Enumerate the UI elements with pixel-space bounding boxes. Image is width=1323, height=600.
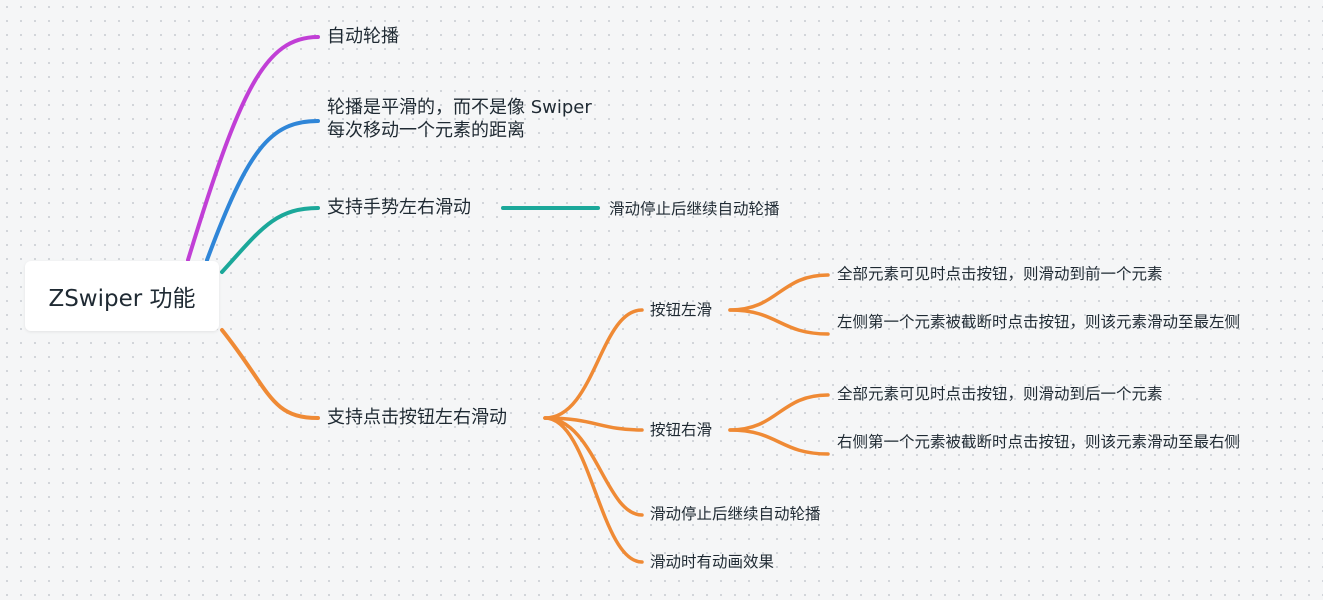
root-topic-label: ZSwiper 功能	[48, 286, 196, 312]
topic-gesture[interactable]: 支持手势左右滑动	[327, 197, 471, 218]
topic-smooth[interactable]: 轮播是平滑的，而不是像 Swiper 每次移动一个元素的距离	[327, 96, 592, 143]
link-button-autoplay	[543, 416, 644, 517]
link-button	[220, 328, 320, 420]
link-gesture	[220, 206, 320, 274]
subtopic-button-autoplay[interactable]: 滑动停止后继续自动轮播	[650, 505, 821, 523]
subtopic-button-animation[interactable]: 滑动时有动画效果	[650, 553, 775, 571]
subtopic-gesture-autoplay[interactable]: 滑动停止后继续自动轮播	[609, 200, 780, 218]
link-left-2	[728, 308, 830, 336]
leaf-right-truncated[interactable]: 右侧第一个元素被截断时点击按钮，则该元素滑动至最右侧	[837, 433, 1241, 451]
link-right-2	[728, 428, 830, 456]
leaf-left-all-visible[interactable]: 全部元素可见时点击按钮，则滑动到前一个元素	[837, 265, 1163, 283]
subtopic-button-left[interactable]: 按钮左滑	[650, 301, 713, 319]
link-button-animation	[543, 416, 644, 564]
topic-smooth-line1: 轮播是平滑的，而不是像 Swiper	[327, 97, 592, 118]
topic-autoplay[interactable]: 自动轮播	[327, 26, 399, 47]
link-left-1	[728, 273, 830, 312]
root-topic[interactable]: ZSwiper 功能	[25, 261, 219, 331]
link-button-right	[543, 416, 644, 432]
leaf-left-truncated[interactable]: 左侧第一个元素被截断时点击按钮，则该元素滑动至最左侧	[837, 313, 1241, 331]
subtopic-button-right[interactable]: 按钮右滑	[650, 421, 713, 439]
link-autoplay	[186, 35, 320, 262]
link-smooth	[205, 119, 320, 262]
topic-smooth-line2: 每次移动一个元素的距离	[327, 120, 525, 142]
link-right-1	[728, 393, 830, 432]
link-button-left	[543, 308, 644, 420]
topic-button[interactable]: 支持点击按钮左右滑动	[327, 407, 507, 428]
leaf-right-all-visible[interactable]: 全部元素可见时点击按钮，则滑动到后一个元素	[837, 385, 1163, 403]
